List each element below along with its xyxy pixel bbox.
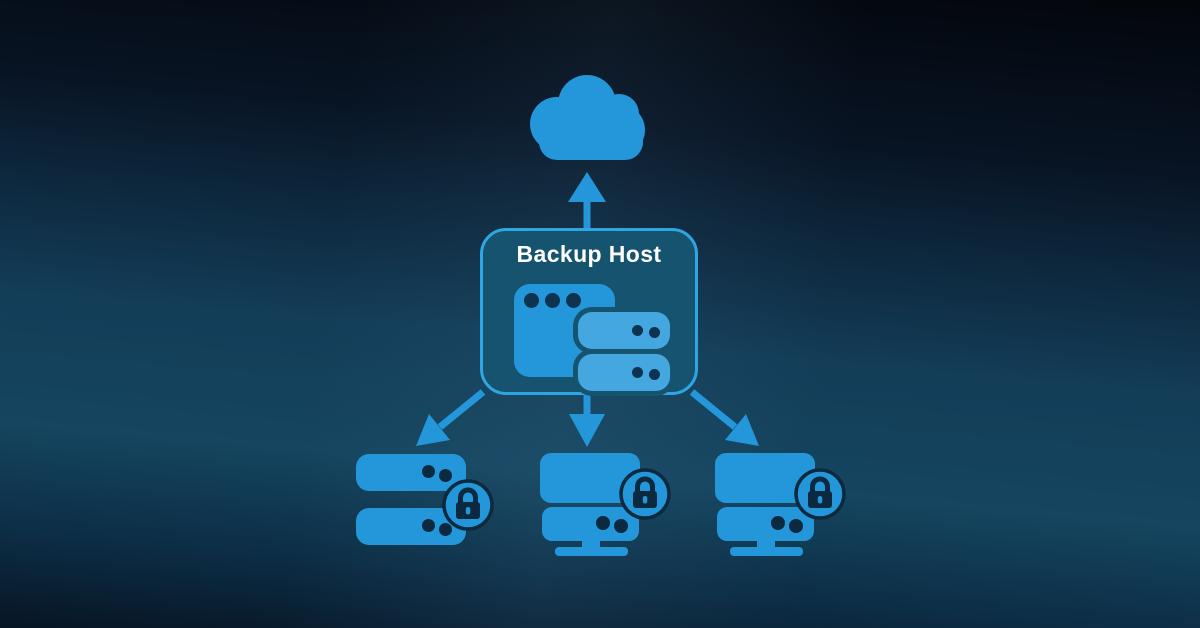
server-led [771, 516, 785, 530]
server-led [422, 519, 435, 532]
server-led [439, 469, 452, 482]
monitor-stand [582, 540, 600, 548]
arrow-down-center [569, 393, 605, 447]
lock-icon [619, 468, 671, 520]
window-dot [524, 293, 539, 308]
monitor-stand [757, 540, 775, 548]
server-led [789, 519, 803, 533]
server-led [422, 465, 435, 478]
server-stack-node [356, 452, 494, 554]
server-led [439, 523, 452, 536]
server-led [614, 519, 628, 533]
cloud-icon [527, 74, 649, 162]
desktop-node-1 [540, 452, 671, 556]
window-dot [545, 293, 560, 308]
server-led [649, 369, 660, 380]
server-led [596, 516, 610, 530]
server-unit-icon [578, 354, 670, 391]
server-led [632, 325, 643, 336]
server-led [632, 367, 643, 378]
server-unit-icon [578, 312, 670, 349]
arrow-down-right [689, 389, 759, 446]
backup-host-label: Backup Host [516, 241, 662, 267]
monitor-base [555, 547, 628, 556]
arrow-down-left [416, 389, 486, 446]
desktop-node-2 [715, 452, 846, 556]
lock-icon [794, 468, 846, 520]
monitor-base [730, 547, 803, 556]
server-led [649, 327, 660, 338]
arrow-up-to-cloud [568, 172, 606, 228]
window-dot [566, 293, 581, 308]
backup-host-node: Backup Host [480, 228, 698, 395]
lock-icon [442, 479, 494, 531]
